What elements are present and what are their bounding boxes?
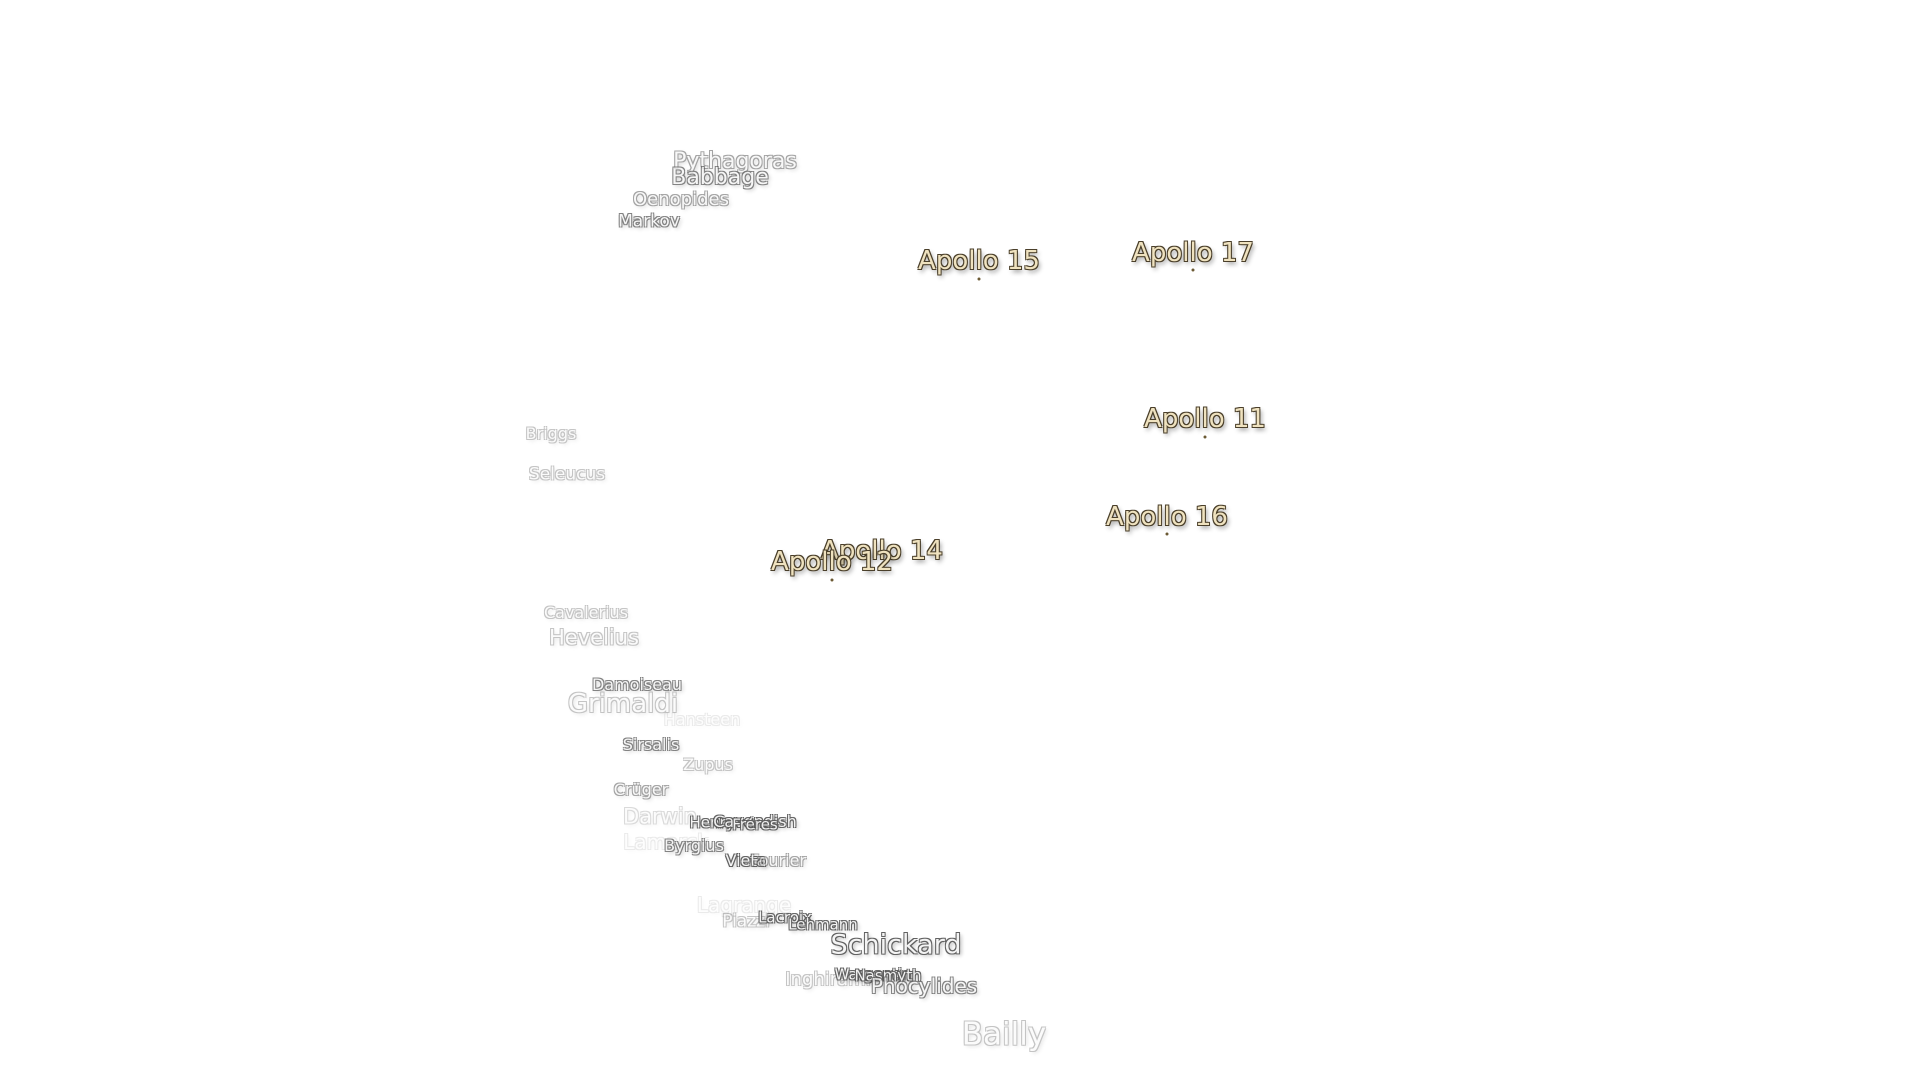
crater-label-markov[interactable]: Markov [618, 211, 680, 232]
crater-label-seleucus[interactable]: Seleucus [528, 464, 606, 485]
crater-label-sirsalis[interactable]: Sirsalis [622, 735, 680, 754]
crater-label-pythagoras[interactable]: Pythagoras [673, 149, 797, 174]
crater-label-bailly[interactable]: Bailly [961, 1016, 1047, 1053]
crater-label-henry[interactable]: Henry [689, 813, 735, 832]
crater-label-lehmann[interactable]: Lehmann [788, 915, 858, 934]
crater-label-hansteen[interactable]: Hansteen [663, 710, 741, 729]
apollo-11-label[interactable]: Apollo 11 [1144, 404, 1266, 434]
crater-label-piazzi[interactable]: Piazzi [722, 911, 770, 932]
apollo-15-label[interactable]: Apollo 15 [918, 246, 1040, 276]
crater-label-babbage[interactable]: Babbage [671, 165, 769, 190]
crater-label-briggs[interactable]: Briggs [525, 424, 577, 443]
apollo-17-site-marker[interactable] [1191, 268, 1195, 272]
apollo-17-label[interactable]: Apollo 17 [1132, 238, 1254, 268]
crater-label-zupus[interactable]: Zupus [683, 755, 733, 774]
apollo-12-site-marker[interactable] [830, 578, 834, 582]
crater-label-freres[interactable]: Fréres [732, 815, 778, 834]
crater-label-damoiseau[interactable]: Damoiseau [591, 675, 683, 694]
crater-label-cavendish[interactable]: Cavendish [713, 812, 797, 831]
apollo-15-site-marker[interactable] [977, 277, 981, 281]
crater-label-fourier[interactable]: Fourier [749, 851, 807, 870]
crater-label-grimaldi[interactable]: Grimaldi [567, 689, 679, 719]
crater-label-phocylides[interactable]: Phocylides [870, 974, 978, 998]
crater-label-byrgius[interactable]: Byrgius [664, 836, 724, 855]
crater-label-inghirami[interactable]: Inghirami [785, 969, 871, 990]
crater-label-cavalerius[interactable]: Cavalerius [543, 603, 629, 622]
apollo-11-site-marker[interactable] [1203, 435, 1207, 439]
apollo-12-label[interactable]: Apollo 12 [771, 547, 893, 577]
crater-label-lamarck[interactable]: Lamarck [623, 830, 709, 854]
crater-label-vieta[interactable]: Vieta [725, 851, 767, 870]
crater-label-wargentin[interactable]: Wargentin [834, 965, 912, 984]
crater-label-nasmyth[interactable]: Nasmyth [854, 966, 922, 985]
apollo-14-label[interactable]: Apollo 14 [821, 536, 943, 566]
apollo-16-label[interactable]: Apollo 16 [1106, 502, 1228, 532]
apollo-16-site-marker[interactable] [1165, 532, 1169, 536]
crater-label-lacroix[interactable]: Lacroix [758, 908, 812, 927]
crater-label-hevelius[interactable]: Hevelius [549, 625, 639, 650]
crater-label-cruger[interactable]: Crüger [613, 780, 669, 799]
crater-label-lagrange[interactable]: Lagrange [696, 893, 792, 917]
crater-label-darwin[interactable]: Darwin [623, 804, 697, 829]
crater-label-schickard[interactable]: Schickard [830, 929, 962, 961]
crater-label-oenopides[interactable]: Oenopides [633, 189, 729, 210]
